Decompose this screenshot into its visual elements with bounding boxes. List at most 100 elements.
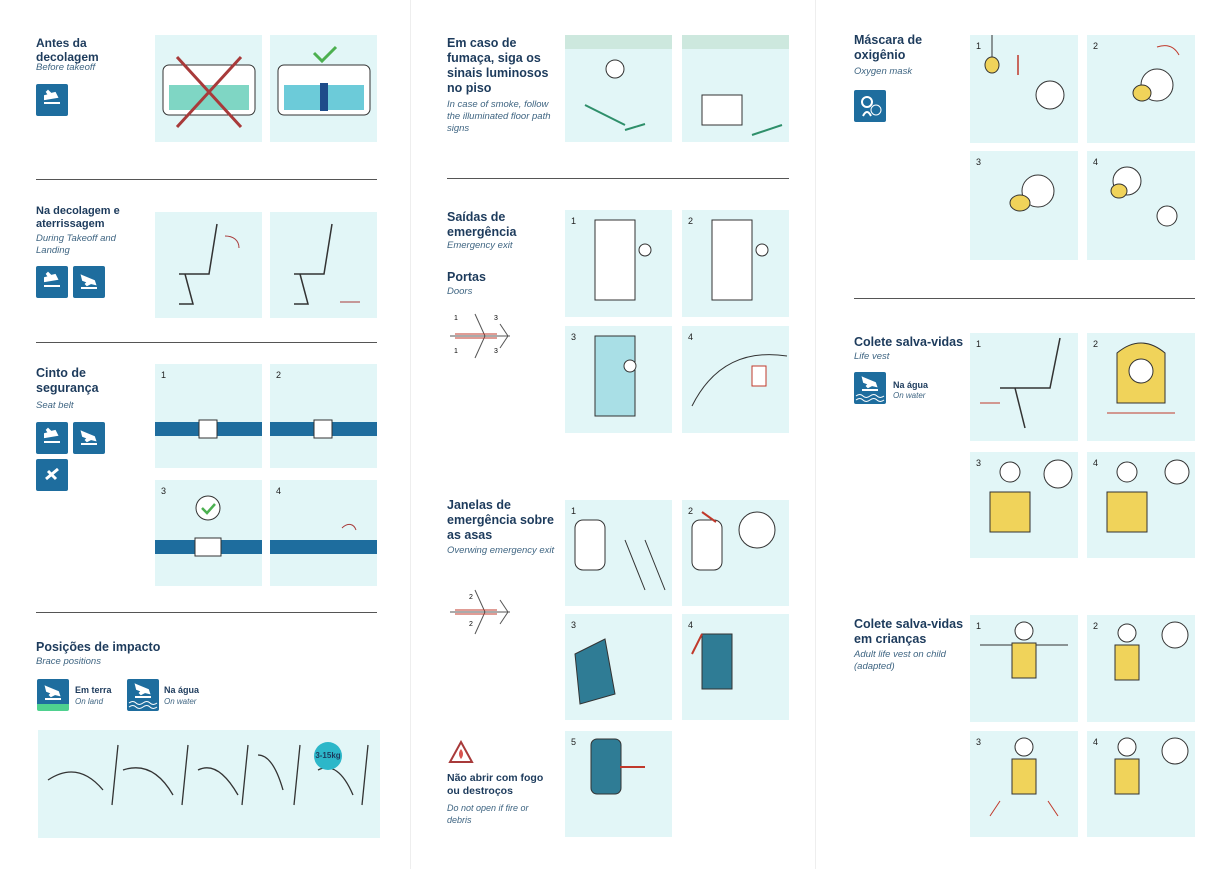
overwing-title: Janelas de emergência sobre as asas	[447, 498, 554, 542]
step-number: 1	[571, 506, 577, 516]
landing-icon	[73, 266, 105, 298]
page-fold	[410, 0, 411, 869]
bin-overfilled-panel	[155, 35, 262, 142]
seat-belt-subtitle: Seat belt	[36, 400, 74, 411]
step-number: 3	[976, 157, 982, 167]
seat-belt-step-4: 4	[270, 480, 377, 586]
divider	[36, 179, 377, 180]
step-number: 4	[688, 332, 694, 342]
on-water-icon	[127, 679, 159, 711]
overwing-step-4: 4	[682, 614, 789, 720]
divider	[36, 612, 377, 613]
overwing-step-2: 2	[682, 500, 789, 606]
doors-title: Portas	[447, 270, 486, 284]
step-number: 1	[976, 41, 982, 51]
takeoff-landing-subtitle: During Takeoff and Landing	[36, 233, 116, 256]
smoke-subtitle: In case of smoke, follow the illuminated…	[447, 99, 551, 134]
step-number: 5	[571, 737, 577, 747]
door-number: 3	[494, 315, 498, 322]
life-vest-subtitle: Life vest	[854, 351, 890, 362]
seat-upright-panel	[155, 212, 262, 318]
overwing-step-1: 1	[565, 500, 672, 606]
door-step-1: 1	[565, 210, 672, 317]
step-number: 2	[688, 506, 694, 516]
takeoff-icon	[36, 84, 68, 116]
life-vest-step-4: 4	[1087, 452, 1195, 558]
before-takeoff-subtitle: Before takeoff	[36, 62, 96, 73]
step-number: 1	[571, 216, 577, 226]
step-number: 3	[161, 486, 167, 496]
step-number: 2	[1093, 621, 1099, 631]
divider	[36, 342, 377, 343]
takeoff-icon	[36, 266, 68, 298]
child-vest-step-3: 3	[970, 731, 1078, 837]
step-number: 4	[276, 486, 282, 496]
on-water-icon	[854, 372, 886, 404]
window-number: 2	[469, 621, 473, 628]
bin-correct-panel	[270, 35, 377, 142]
oxygen-title: Máscara de oxigênio	[854, 33, 923, 62]
step-number: 3	[976, 737, 982, 747]
overwing-step-3: 3	[565, 614, 672, 720]
door-number: 3	[494, 348, 498, 355]
turbulence-icon	[36, 459, 68, 491]
door-number: 1	[454, 315, 458, 322]
fire-subtitle: Do not open if fire or debris	[447, 803, 529, 825]
step-number: 3	[571, 332, 577, 342]
step-number: 1	[976, 339, 982, 349]
step-number: 1	[161, 370, 167, 380]
on-water-label: Na água	[893, 380, 929, 390]
child-vest-title: Colete salva-vidas em crianças	[854, 617, 964, 646]
door-step-4: 4	[682, 326, 789, 433]
step-number: 2	[1093, 41, 1099, 51]
step-number: 1	[976, 621, 982, 631]
step-number: 4	[1093, 157, 1099, 167]
brace-subtitle: Brace positions	[36, 656, 101, 667]
on-water-label: Na água	[164, 685, 200, 695]
step-number: 3	[976, 458, 982, 468]
step-number: 2	[688, 216, 694, 226]
oxygen-subtitle: Oxygen mask	[854, 66, 913, 77]
on-land-label: Em terra	[75, 685, 112, 695]
on-water-sublabel: On water	[164, 697, 197, 706]
brace-positions-panel: 3-15kg	[38, 730, 380, 838]
on-water-sublabel: On water	[893, 391, 926, 400]
child-vest-step-2: 2	[1087, 615, 1195, 722]
child-vest-step-4: 4	[1087, 731, 1195, 837]
seat-belt-step-2: 2	[270, 364, 377, 468]
overwing-step-5: 5	[565, 731, 672, 837]
step-number: 2	[1093, 339, 1099, 349]
step-number: 4	[688, 620, 694, 630]
overwing-exit-map: 2 2	[445, 588, 515, 636]
takeoff-icon	[36, 422, 68, 454]
step-number: 3	[571, 620, 577, 630]
seat-belt-step-1: 1	[155, 364, 262, 468]
exits-subtitle: Emergency exit	[447, 240, 513, 251]
life-vest-title: Colete salva-vidas	[854, 335, 964, 349]
door-step-3: 3	[565, 326, 672, 433]
oxygen-step-2: 2	[1087, 35, 1195, 143]
on-land-sublabel: On land	[75, 697, 104, 706]
takeoff-landing-title: Na decolagem e aterrissagem	[36, 205, 120, 230]
window-number: 2	[469, 594, 473, 601]
child-vest-step-1: 1	[970, 615, 1078, 722]
step-number: 2	[276, 370, 282, 380]
smoke-crouch-panel	[565, 35, 672, 142]
divider	[854, 298, 1195, 299]
life-vest-step-3: 3	[970, 452, 1078, 558]
oxygen-step-3: 3	[970, 151, 1078, 260]
exits-title: Saídas de emergência	[447, 210, 517, 239]
step-number: 4	[1093, 458, 1099, 468]
seat-belt-title: Cinto de segurança	[36, 366, 99, 395]
step-number: 4	[1093, 737, 1099, 747]
oxygen-step-1: 1	[970, 35, 1078, 143]
door-number: 1	[454, 348, 458, 355]
overwing-subtitle: Overwing emergency exit	[447, 545, 555, 556]
door-step-2: 2	[682, 210, 789, 317]
child-vest-subtitle: Adult life vest on child (adapted)	[854, 649, 946, 672]
oxygen-step-4: 4	[1087, 151, 1195, 260]
life-vest-step-1: 1	[970, 333, 1078, 441]
fire-title: Não abrir com fogo ou destroços	[447, 772, 544, 797]
floor-lights-panel	[682, 35, 789, 142]
smoke-title: Em caso de fumaça, siga os sinais lumino…	[447, 36, 549, 95]
